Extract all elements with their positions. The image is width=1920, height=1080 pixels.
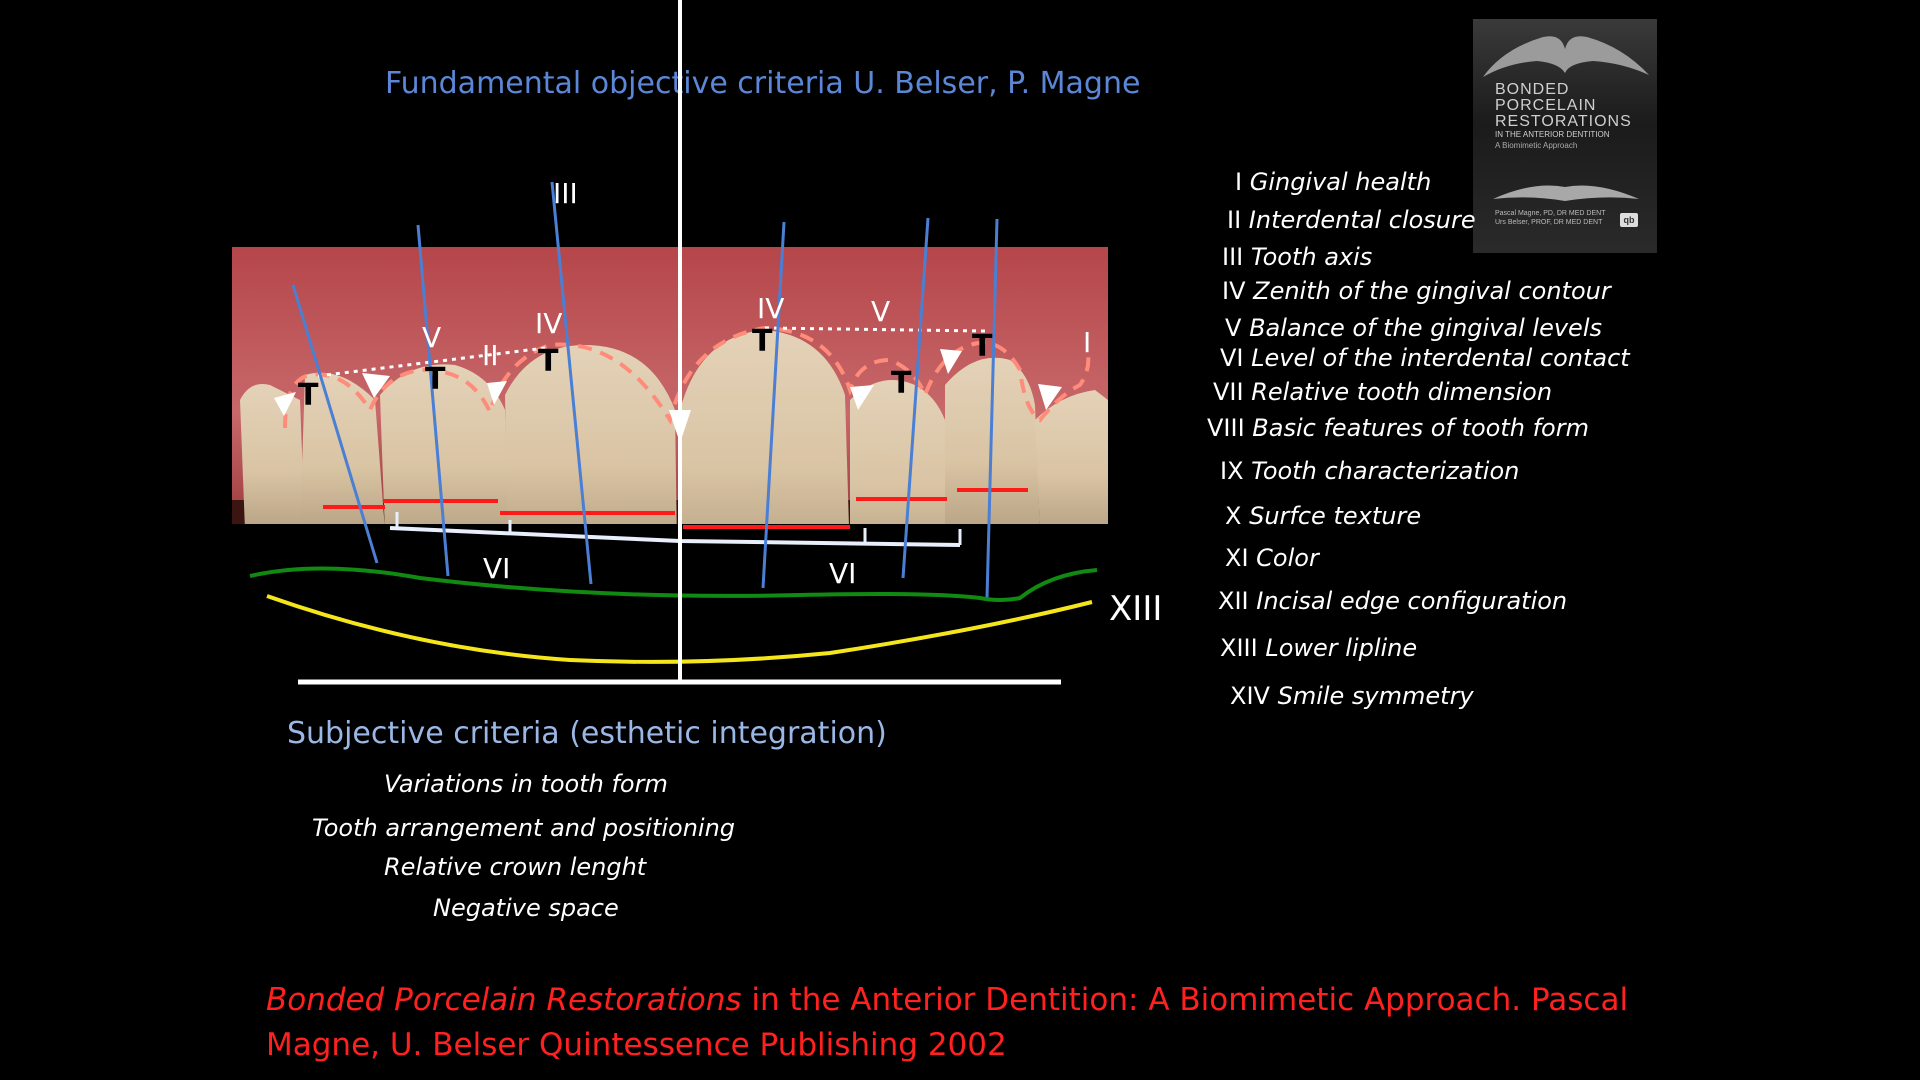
label-v-left: V [422,321,441,354]
criterion-item: IV Zenith of the gingival contour [1222,277,1611,305]
zenith-marker: T [425,362,446,397]
citation-rest: in the Anterior Dentition: A Biomimetic … [266,982,1629,1063]
criterion-item: IX Tooth characterization [1220,457,1519,485]
label-xiii: XIII [1109,589,1162,629]
criterion-number: XIII [1220,634,1258,662]
criterion-text: Zenith of the gingival contour [1253,277,1611,305]
criterion-item: II Interdental closure [1227,206,1476,234]
label-iii: III [553,177,578,210]
subjective-item: Negative space [433,894,619,922]
criterion-item: VIII Basic features of tooth form [1207,414,1589,442]
criterion-text: Relative tooth dimension [1251,378,1553,406]
zenith-marker: T [298,378,319,413]
criterion-number: X [1225,502,1242,530]
criterion-item: XI Color [1225,544,1319,572]
criterion-number: XIV [1230,682,1270,710]
criterion-text: Balance of the gingival levels [1249,314,1602,342]
criterion-text: Tooth characterization [1251,457,1520,485]
criterion-item: XII Incisal edge configuration [1218,587,1567,615]
label-vi-right: VI [829,557,856,590]
criterion-number: I [1235,168,1243,196]
label-v-right: V [871,295,890,328]
label-iv-left: IV [535,307,562,340]
label-ii-left: II [482,339,499,372]
zenith-marker: T [972,329,993,364]
criterion-number: V [1225,314,1242,342]
criterion-text: Surfce texture [1249,502,1422,530]
criterion-text: Lower lipline [1265,634,1418,662]
criterion-text: Gingival health [1249,168,1432,196]
zenith-marker: T [891,366,912,401]
criterion-text: Basic features of tooth form [1252,414,1589,442]
citation-title: Bonded Porcelain Restorations [266,982,742,1018]
green-lipline [249,566,1098,602]
criterion-number: VI [1220,344,1244,372]
subjective-item: Relative crown lenght [384,853,647,881]
criterion-item: VII Relative tooth dimension [1213,378,1552,406]
book-cover-image: BONDED PORCELAIN RESTORATIONS IN THE ANT… [1473,19,1657,253]
label-iv-right: IV [757,292,784,325]
subjective-title: Subjective criteria (esthetic integratio… [287,716,887,751]
teeth-artwork [1483,36,1649,201]
subjective-item: Tooth arrangement and positioning [312,814,736,842]
criterion-number: XI [1225,544,1249,572]
criterion-item: III Tooth axis [1222,243,1372,271]
label-i-right: I [1083,326,1091,359]
criterion-number: XII [1218,587,1249,615]
criterion-text: Tooth axis [1250,243,1373,271]
zenith-marker: T [538,344,559,379]
criterion-text: Incisal edge configuration [1256,587,1568,615]
label-vi-left: VI [483,552,510,585]
criterion-text: Interdental closure [1248,206,1476,234]
yellow-lipline [266,594,1093,664]
zenith-marker: T [752,324,773,359]
slide-title: Fundamental objective criteria U. Belser… [385,66,1141,101]
publisher-logo: qb [1620,213,1638,227]
criterion-text: Color [1256,544,1319,572]
criterion-text: Smile symmetry [1277,682,1474,710]
subjective-item: Variations in tooth form [384,770,668,798]
criterion-number: VIII [1207,414,1245,442]
criterion-item: V Balance of the gingival levels [1225,314,1602,342]
criterion-number: IV [1222,277,1246,305]
criterion-item: X Surfce texture [1225,502,1421,530]
criterion-item: I Gingival health [1235,168,1431,196]
criterion-number: IX [1220,457,1244,485]
gingival-contour [283,325,1091,429]
citation: Bonded Porcelain Restorations in the Ant… [266,978,1666,1068]
criterion-number: VII [1213,378,1244,406]
criterion-item: XIII Lower lipline [1220,634,1417,662]
criterion-number: III [1222,243,1244,271]
criterion-number: II [1227,206,1242,234]
criterion-item: XIV Smile symmetry [1230,682,1474,710]
teeth-photo [232,247,1108,524]
criterion-text: Level of the interdental contact [1251,344,1630,372]
criterion-item: VI Level of the interdental contact [1220,344,1630,372]
